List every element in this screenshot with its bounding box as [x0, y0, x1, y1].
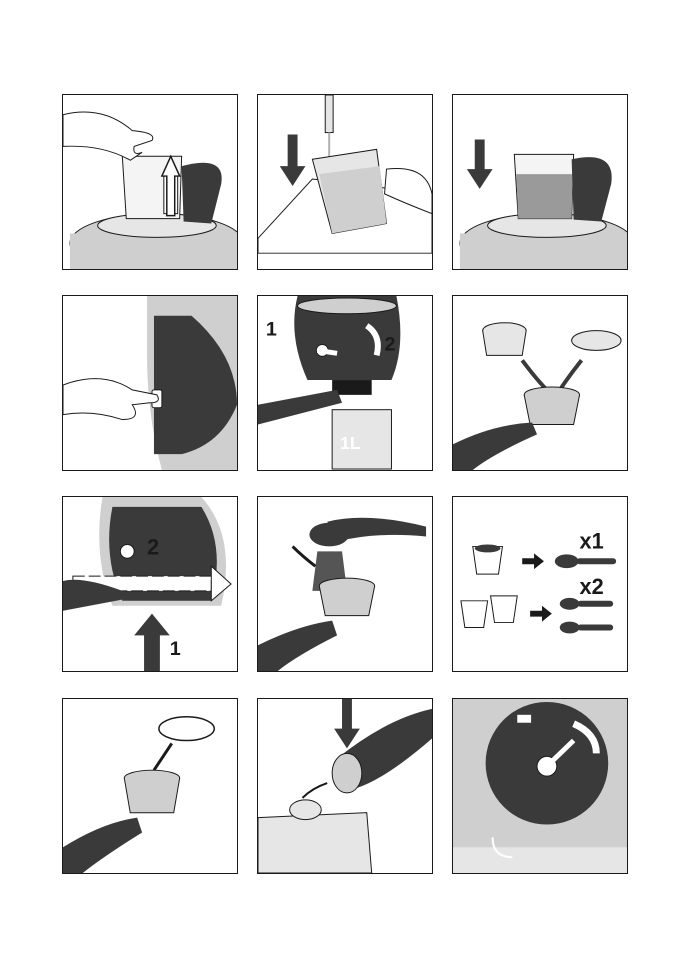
- panel-insert-water-tank: [452, 94, 628, 270]
- step-label-1: 1: [170, 638, 181, 660]
- attach-holder-illustration: 2 1: [63, 497, 237, 671]
- panel-power-button: [62, 295, 238, 471]
- step-label-2: 2: [147, 534, 159, 559]
- panel-remove-water-tank: [62, 94, 238, 270]
- panel-dose-guide: x1 x2: [452, 496, 628, 672]
- indicator-light-icon: [517, 715, 531, 723]
- step-label-2: 2: [385, 333, 396, 355]
- down-arrow-icon: [467, 139, 493, 188]
- measuring-spoon-icon: [560, 622, 580, 634]
- cup-icon: [461, 601, 488, 628]
- panel-fill-coffee: [257, 496, 433, 672]
- capacity-label: 1L: [340, 433, 361, 453]
- down-arrow-icon: [334, 699, 360, 748]
- step-label-1: 1: [266, 319, 277, 341]
- panel-empty-grounds: [257, 698, 433, 874]
- right-arrow-icon: [522, 553, 544, 569]
- rinse-illustration: 1L 1 2: [258, 296, 432, 470]
- empty-grounds-illustration: [258, 699, 432, 873]
- panel-fill-water-tank: [257, 94, 433, 270]
- power-on-illustration: [63, 296, 237, 470]
- up-arrow-icon: [134, 614, 170, 671]
- panel-attach-holder: 2 1: [62, 496, 238, 672]
- remove-tank-illustration: [63, 95, 237, 269]
- panel-place-cap: [62, 698, 238, 874]
- fill-coffee-illustration: [258, 497, 432, 671]
- panel-rinse: 1L 1 2: [257, 295, 433, 471]
- single-dose-label: x1: [580, 528, 604, 553]
- down-arrow-icon: [280, 135, 306, 186]
- measuring-spoon-icon: [560, 598, 580, 610]
- place-cap-illustration: [63, 699, 237, 873]
- measuring-spoon-icon: [555, 554, 579, 568]
- panel-select-dial: [452, 698, 628, 874]
- cup-icon: [491, 596, 518, 623]
- dose-guide-illustration: x1 x2: [453, 497, 627, 671]
- insert-tank-illustration: [453, 95, 627, 269]
- right-arrow-icon: [530, 606, 552, 622]
- double-dose-label: x2: [580, 574, 604, 599]
- filter-illustration: [453, 296, 627, 470]
- select-dial-illustration: [453, 699, 627, 873]
- fill-tank-illustration: [258, 95, 432, 269]
- panel-choose-filter: [452, 295, 628, 471]
